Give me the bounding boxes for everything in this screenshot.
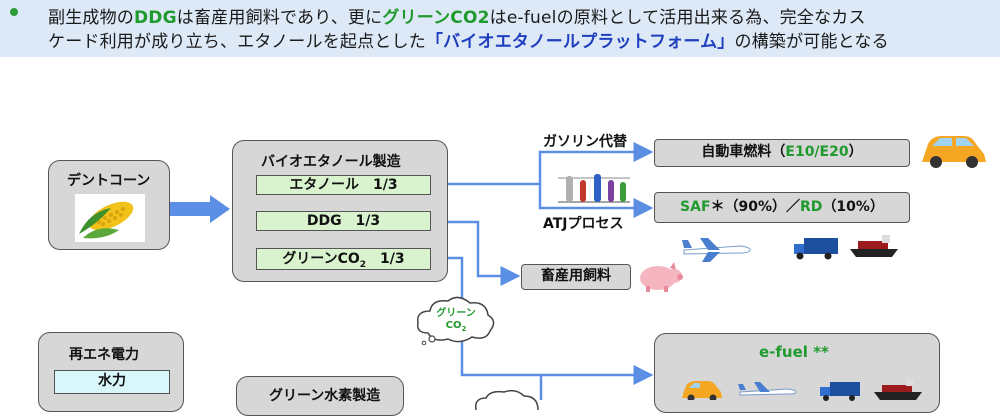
green-hydrogen-box: グリーン水素製造 (236, 376, 404, 416)
ethanol-to-autofuel-arrow (432, 142, 654, 186)
green-co2-label: グリーンCO (282, 251, 360, 267)
gasoline-substitute-label: ガソリン代替 (543, 134, 627, 150)
renewable-title: 再エネ電力 (69, 347, 139, 363)
bioethanol-title: バイオエタノール製造 (261, 154, 401, 170)
cloud-icon (474, 390, 539, 410)
green-co2-subscript: 2 (359, 259, 367, 270)
dent-corn-box: デントコーン (48, 160, 170, 250)
ship-icon (874, 379, 922, 400)
platform-highlight: 「バイオエタノールプラットフォーム」 (425, 32, 735, 52)
ethanol-to-saf-arrow (538, 184, 654, 218)
rd-ratio: （10%） (822, 199, 884, 215)
header-banner: 副生成物のDDGは畜産用飼料であり、更にグリーンCO2はe-fuelの原料として… (0, 0, 1000, 57)
banner-text: は畜産用飼料であり、更に (176, 8, 383, 28)
banner-text: はe-fuelの原料として活用出来る為、完全なカス (489, 8, 866, 28)
ddg-to-feed-arrow (432, 220, 521, 286)
car-icon (922, 136, 986, 168)
truck-icon (820, 382, 860, 401)
bullet-icon (10, 8, 18, 16)
banner-line-2: ケード利用が成り立ち、エタノールを起点とした「バイオエタノールプラットフォーム」… (48, 27, 889, 52)
ship-icon (850, 235, 898, 257)
corn-to-bioethanol-arrow (170, 195, 230, 223)
cloud-label-co: CO (445, 320, 462, 331)
saf-label: SAF (680, 199, 711, 215)
atj-plant-icon (558, 174, 630, 203)
airplane-icon (682, 238, 751, 262)
cloud-label-sub: 2 (461, 325, 467, 333)
hydro-item: 水力 (54, 370, 170, 394)
saf-rd-box: SAF＊（90%）／RD（10%） (654, 192, 910, 223)
rd-label: RD (800, 199, 823, 215)
banner-line-1: 副生成物のDDGは畜産用飼料であり、更にグリーンCO2はe-fuelの原料として… (48, 3, 866, 28)
e10-e20-label: E10/E20 (785, 144, 849, 160)
livestock-feed-box: 畜産用飼料 (521, 264, 631, 290)
dent-corn-title: デントコーン (67, 173, 151, 189)
green-hydrogen-title: グリーン水素製造 (269, 388, 381, 404)
corn-icon (75, 194, 145, 242)
auto-fuel-paren: ） (848, 144, 863, 160)
auto-fuel-label: 自動車燃料（ (701, 144, 786, 160)
auto-fuel-box: 自動車燃料（E10/E20） (654, 139, 910, 167)
green-co2-ratio: 1/3 (366, 251, 405, 267)
banner-text: ケード利用が成り立ち、エタノールを起点とした (48, 32, 426, 52)
efuel-title: e-fuel ** (759, 343, 829, 361)
green-co2-item: グリーンCO2 1/3 (256, 248, 431, 270)
cloud-icon (416, 296, 495, 345)
ethanol-item: エタノール 1/3 (256, 175, 431, 195)
saf-ratio: ＊（90%）／ (710, 199, 801, 215)
ddg-item: DDG 1/3 (256, 211, 431, 231)
green-co2-highlight: グリーンCO2 (382, 8, 490, 28)
banner-text: の構築が可能となる (734, 32, 889, 52)
cloud-label: グリーン CO2 (432, 308, 480, 335)
truck-icon (794, 238, 838, 260)
banner-text: 副生成物の (48, 8, 134, 28)
ddg-highlight: DDG (134, 8, 177, 28)
pig-icon (640, 262, 683, 292)
cloud-label-line-1: グリーン (436, 308, 476, 319)
airplane-icon (738, 382, 797, 396)
car-icon (682, 381, 722, 400)
atj-process-label: ATJプロセス (543, 216, 624, 232)
